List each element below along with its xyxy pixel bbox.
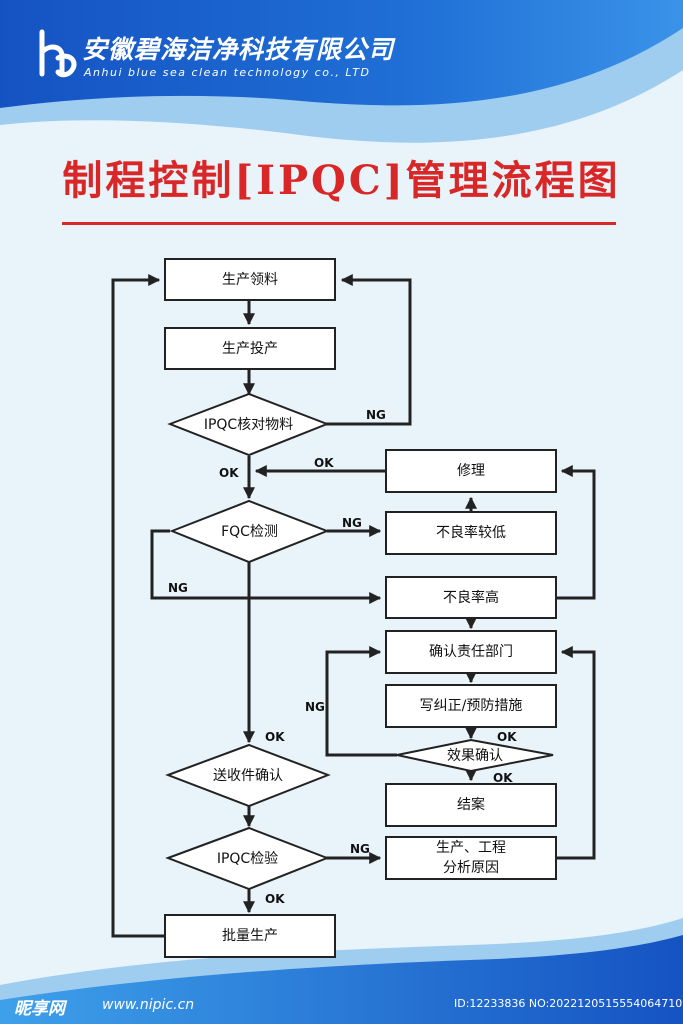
arrow-analyze-confirm bbox=[557, 646, 596, 860]
arrow-ipqc-ng-loop bbox=[325, 274, 412, 426]
node-close-case: 结案 bbox=[385, 783, 557, 827]
label-ok-repair: OK bbox=[314, 456, 334, 470]
label-ng-ipqc: NG bbox=[366, 408, 386, 422]
watermark-url: www.nipic.cn bbox=[102, 997, 195, 1013]
node-high-defect: 不良率高 bbox=[385, 576, 557, 619]
watermark-logo: 昵享网 bbox=[14, 999, 65, 1019]
node-mass-production: 批量生产 bbox=[164, 914, 336, 958]
node-confirm-dept: 确认责任部门 bbox=[385, 630, 557, 674]
label-ok-corrective: OK bbox=[497, 730, 517, 744]
node-corrective: 写纠正/预防措施 bbox=[385, 684, 557, 728]
node-ipqc-inspect: IPQC检验 bbox=[216, 851, 279, 867]
node-analyze-line1: 生产、工程 bbox=[436, 840, 506, 856]
company-name-en: Anhui blue sea clean technology co., LTD bbox=[84, 66, 371, 79]
label-ok-ipqc-inspect: OK bbox=[265, 892, 285, 906]
page-title: 制程控制[IPQC]管理流程图 bbox=[62, 157, 621, 204]
diamond-receive bbox=[165, 743, 331, 808]
node-low-defect: 不良率较低 bbox=[385, 511, 557, 555]
arrow-fqc-high bbox=[150, 529, 382, 604]
diamond-fqc bbox=[169, 499, 330, 564]
company-name: 安徽碧海洁净科技有限公司 bbox=[82, 35, 395, 64]
label-ok-effect: OK bbox=[493, 771, 513, 785]
diamond-ipqc-inspect bbox=[165, 826, 330, 891]
node-effect-confirm: 效果确认 bbox=[447, 748, 503, 764]
bottom-banner bbox=[0, 935, 683, 1024]
diamond-effect bbox=[396, 738, 554, 773]
node-ipqc-check-material: IPQC核对物料 bbox=[203, 417, 294, 433]
arrow-high-repair bbox=[557, 465, 596, 600]
label-ng-effect: NG bbox=[305, 700, 325, 714]
label-ng-ipqc-inspect: NG bbox=[350, 842, 370, 856]
title-underline bbox=[62, 222, 616, 225]
top-banner bbox=[0, 0, 683, 108]
node-analyze: 生产、工程 分析原因 bbox=[385, 836, 557, 880]
label-ng-fqc-low: NG bbox=[342, 516, 362, 530]
hb-logo-icon bbox=[39, 29, 77, 78]
node-material: 生产领料 bbox=[164, 258, 336, 301]
label-ok-ipqc: OK bbox=[219, 466, 239, 480]
diamond-ipqc-material bbox=[167, 392, 330, 457]
label-ok-fqc: OK bbox=[265, 730, 285, 744]
node-production: 生产投产 bbox=[164, 327, 336, 370]
image-id: ID:12233836 NO:20221205155540647108 bbox=[454, 997, 683, 1010]
node-fqc-inspect: FQC检测 bbox=[221, 524, 278, 540]
node-analyze-line2: 分析原因 bbox=[443, 860, 499, 876]
node-receive-confirm: 送收件确认 bbox=[213, 768, 283, 784]
node-repair: 修理 bbox=[385, 449, 557, 493]
label-ng-fqc-high: NG bbox=[168, 581, 188, 595]
arrow-effect-ng-loop bbox=[325, 646, 397, 757]
arrow-mass-loop bbox=[111, 274, 164, 938]
